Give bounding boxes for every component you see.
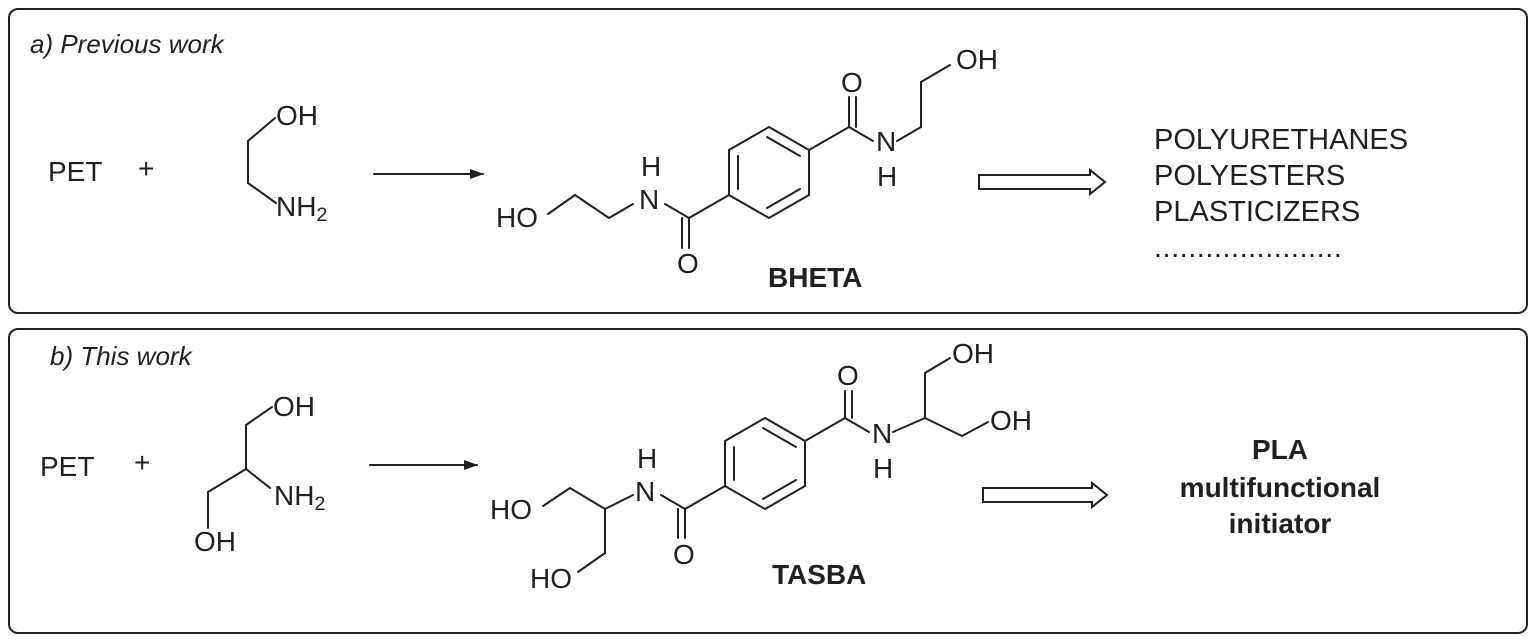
serinol-oh-top: OH: [273, 391, 315, 422]
tasba-ho-bottom: HO: [530, 563, 572, 594]
heading-previous-work: a) Previous work: [30, 29, 224, 59]
serinol-structure: [207, 406, 273, 529]
application-initiator: initiator: [1228, 508, 1332, 539]
application-polyurethanes: POLYURETHANES: [1154, 124, 1409, 156]
tasba-oh-top: OH: [952, 338, 994, 369]
hollow-arrow-a: [978, 167, 1107, 197]
bheta-o-top: O: [841, 67, 863, 98]
ethanolamine-oh: OH: [276, 100, 318, 131]
bheta-ho-left: HO: [496, 202, 538, 233]
serinol-oh-bottom: OH: [194, 526, 236, 557]
bheta-n-left: N: [639, 184, 660, 215]
tasba-oh-right: OH: [990, 405, 1032, 436]
bheta-h-right: H: [877, 161, 898, 192]
panel-previous-work: [8, 8, 1528, 314]
product-name-tasba: TASBA: [772, 559, 867, 590]
bheta-oh-top: OH: [956, 44, 998, 75]
tasba-h-right: H: [873, 453, 894, 484]
bheta-structure: [547, 64, 951, 249]
tasba-h-left: H: [637, 443, 658, 474]
tasba-o-top: O: [837, 360, 859, 391]
application-pla: PLA: [1252, 434, 1308, 465]
bheta-o-bottom: O: [677, 248, 699, 279]
tasba-n-right: N: [872, 418, 893, 449]
reactant-pet-a: PET: [48, 156, 103, 187]
ethanolamine-nh2: NH2: [276, 191, 328, 226]
tasba-structure: [542, 357, 989, 573]
application-plasticizers: PLASTICIZERS: [1154, 196, 1361, 228]
tasba-ho-left: HO: [490, 494, 532, 525]
bheta-h-left: H: [641, 151, 662, 182]
hollow-arrow-b: [982, 480, 1109, 510]
product-name-bheta: BHETA: [768, 262, 863, 293]
tasba-n-left: N: [635, 476, 656, 507]
tasba-o-bottom: O: [673, 539, 695, 570]
serinol-nh2: NH2: [274, 480, 326, 515]
heading-this-work: b) This work: [50, 341, 192, 371]
reactant-pet-b: PET: [40, 451, 95, 482]
application-ellipsis: ......................: [1154, 232, 1343, 264]
bheta-n-right: N: [876, 126, 897, 157]
plus-sign-a: +: [138, 153, 155, 184]
plus-sign-b: +: [134, 447, 151, 478]
application-polyesters: POLYESTERS: [1154, 160, 1346, 192]
application-multifunctional: multifunctional: [1179, 472, 1381, 503]
ethanolamine-structure: [247, 117, 277, 204]
panel-this-work: [8, 328, 1528, 634]
